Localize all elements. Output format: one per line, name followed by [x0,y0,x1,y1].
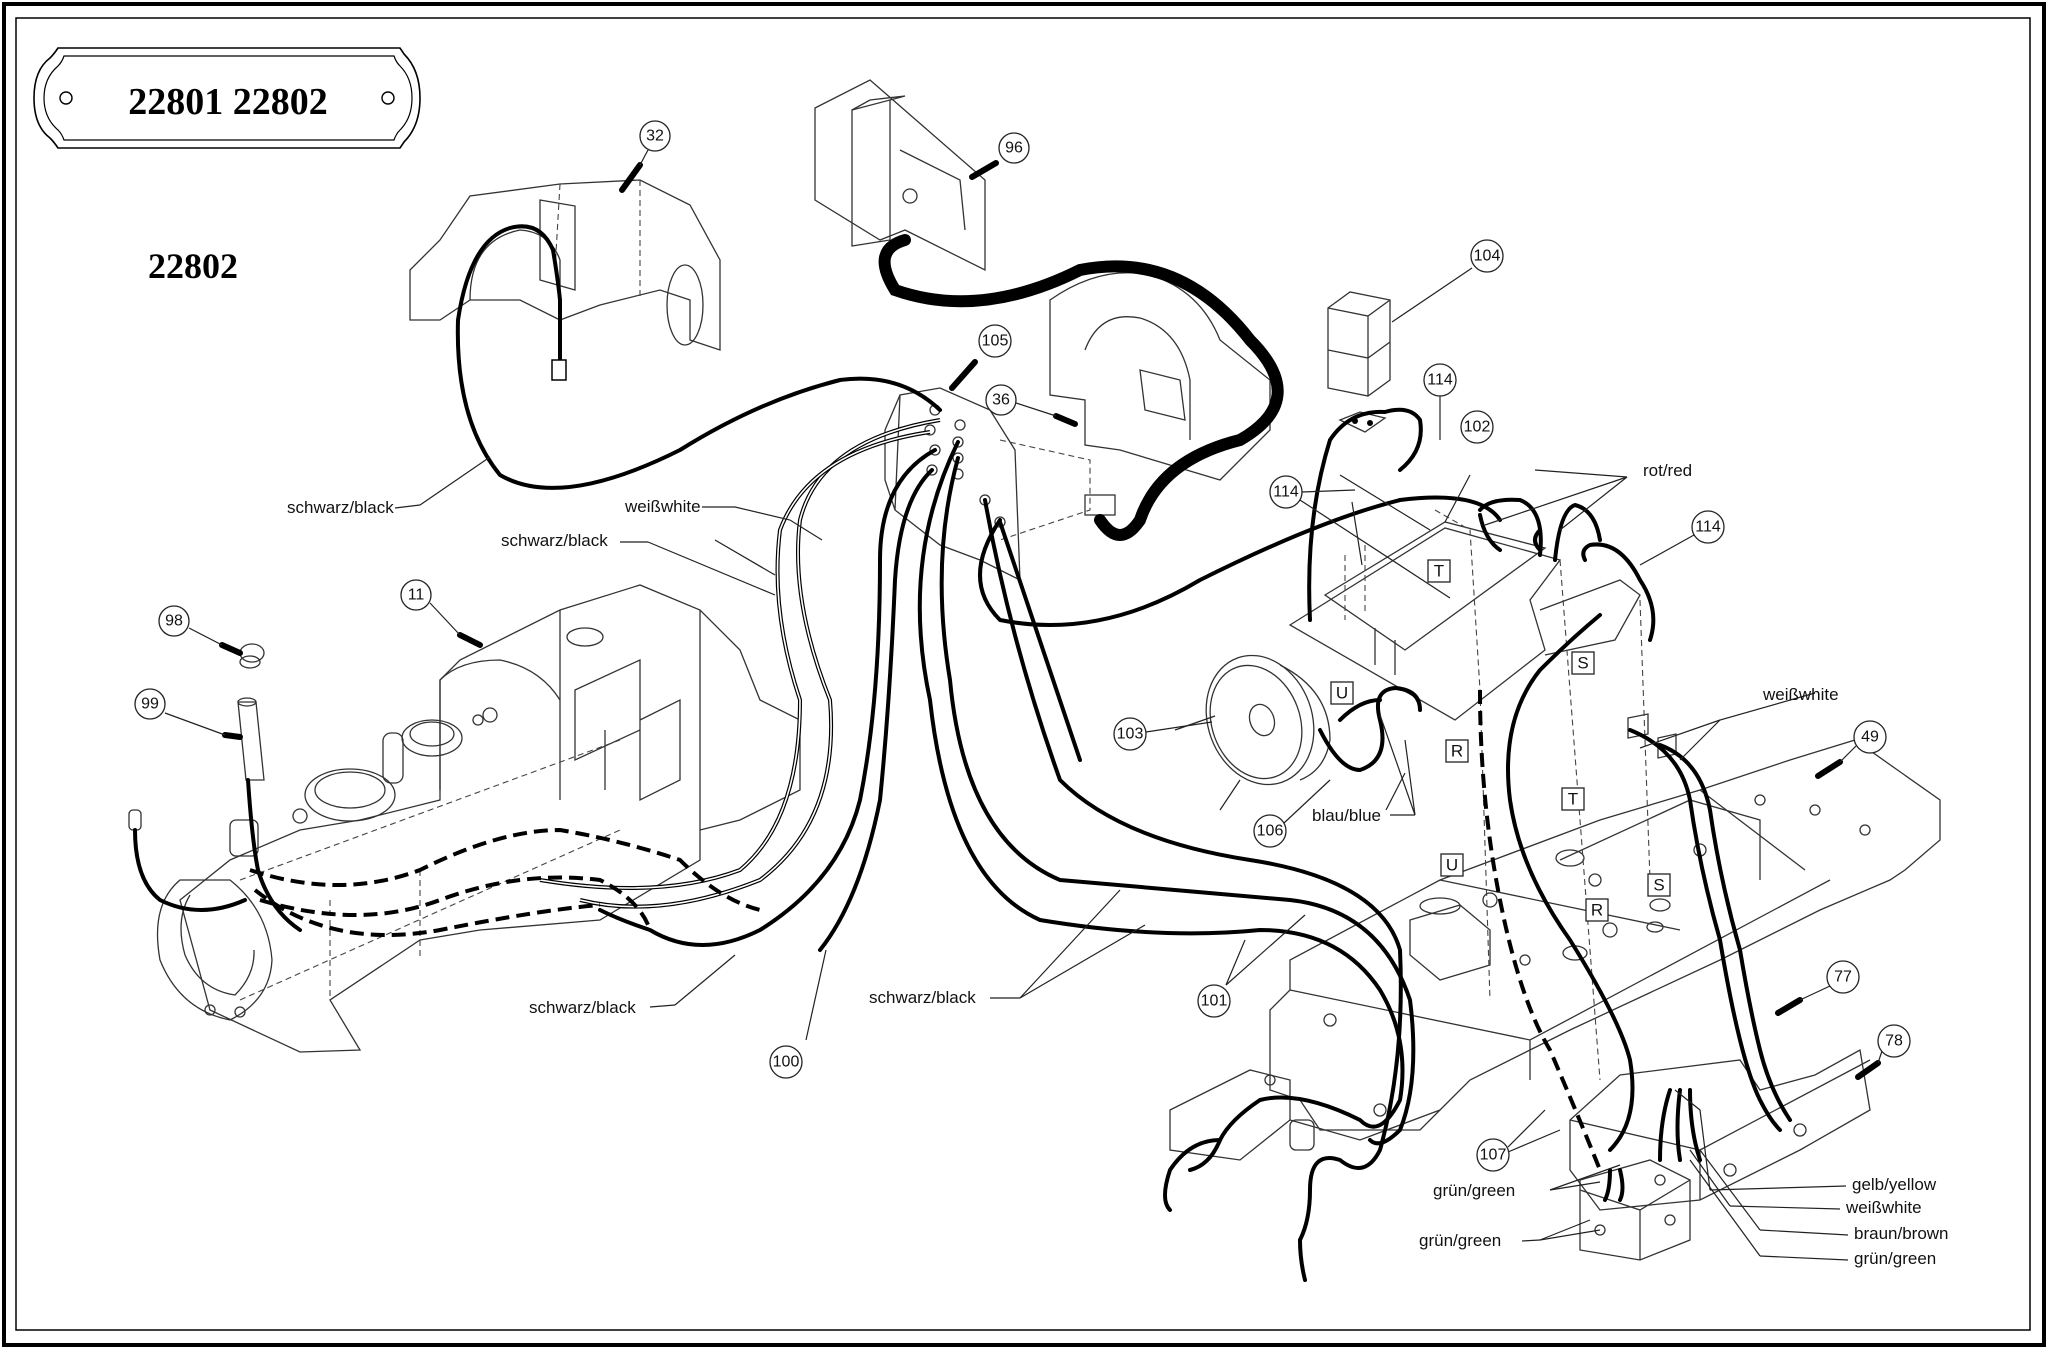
part-number-markers: 32 96 104 105 36 114 102 114 114 11 98 9… [134,120,1911,1172]
part-103-speaker [1205,654,1331,786]
part-number: 105 [982,333,1009,350]
title-plate-text: 22801 22802 [128,81,328,123]
part-number: 101 [1201,993,1228,1010]
part-number: 99 [141,696,159,713]
connector-letter: T [1434,562,1444,581]
wire-label-gruen-green: grün/green [1419,1231,1501,1250]
inner-border [15,17,2031,1331]
wire-label-schwarz-black: schwarz/black [869,988,976,1007]
connector-letter: S [1577,654,1588,673]
part-number: 78 [1885,1033,1903,1050]
wire-label-gruen-green: grün/green [1433,1181,1515,1200]
wire-label-schwarz-black: schwarz/black [287,498,394,517]
part-number: 49 [1861,729,1879,746]
connector-letter: T [1568,790,1578,809]
part-number: 114 [1273,484,1299,501]
connector-letter: U [1336,684,1348,703]
wire-labels: schwarz/black weißwhite schwarz/black ro… [287,461,1949,1268]
part-number: 103 [1117,726,1144,743]
part-number: 77 [1834,969,1852,986]
part-102-decoder-board [1288,509,1641,721]
part-number: 104 [1474,248,1501,265]
title-plate: 22801 22802 [33,47,421,149]
connector-letter: S [1653,876,1664,895]
model-label: 22802 [148,246,238,286]
part-104-module [1327,291,1391,433]
part-number: 102 [1464,419,1491,436]
connector-letters: T U R S T U R S [1330,559,1671,922]
wires [133,224,1792,1282]
wire-label-rot-red: rot/red [1643,461,1692,480]
part-number: 107 [1480,1147,1507,1164]
part-49-chassis [1169,559,1941,1261]
wire-label-schwarz-black: schwarz/black [529,998,636,1017]
part-number: 114 [1427,372,1453,389]
connector-letter: R [1591,901,1603,920]
connector-letter: U [1446,856,1458,875]
part-number: 114 [1695,519,1721,536]
wire-label-braun-brown: braun/brown [1854,1224,1949,1243]
part-96-smokebox [814,79,986,272]
wire-label-gelb-yellow: gelb/yellow [1852,1175,1937,1194]
part-11-body [156,584,801,1053]
part-number: 36 [992,392,1010,409]
wire-label-schwarz-black: schwarz/black [501,531,608,550]
part-number: 96 [1005,140,1023,157]
part-number: 100 [773,1054,800,1071]
tick-marks [219,160,1881,1080]
part-number: 32 [646,128,664,145]
wire-label-weiss-white: weißwhite [1845,1198,1922,1217]
leaders [419,456,1816,1257]
wire-label-weiss-white: weißwhite [1762,685,1839,704]
part-number: 98 [165,613,183,630]
connector-letter: R [1451,742,1463,761]
part-number: 11 [408,587,425,604]
wire-label-gruen-green: grün/green [1854,1249,1936,1268]
wire-label-blau-blue: blau/blue [1312,806,1381,825]
part-number: 106 [1257,823,1284,840]
wire-label-weiss-white: weißwhite [624,497,701,516]
